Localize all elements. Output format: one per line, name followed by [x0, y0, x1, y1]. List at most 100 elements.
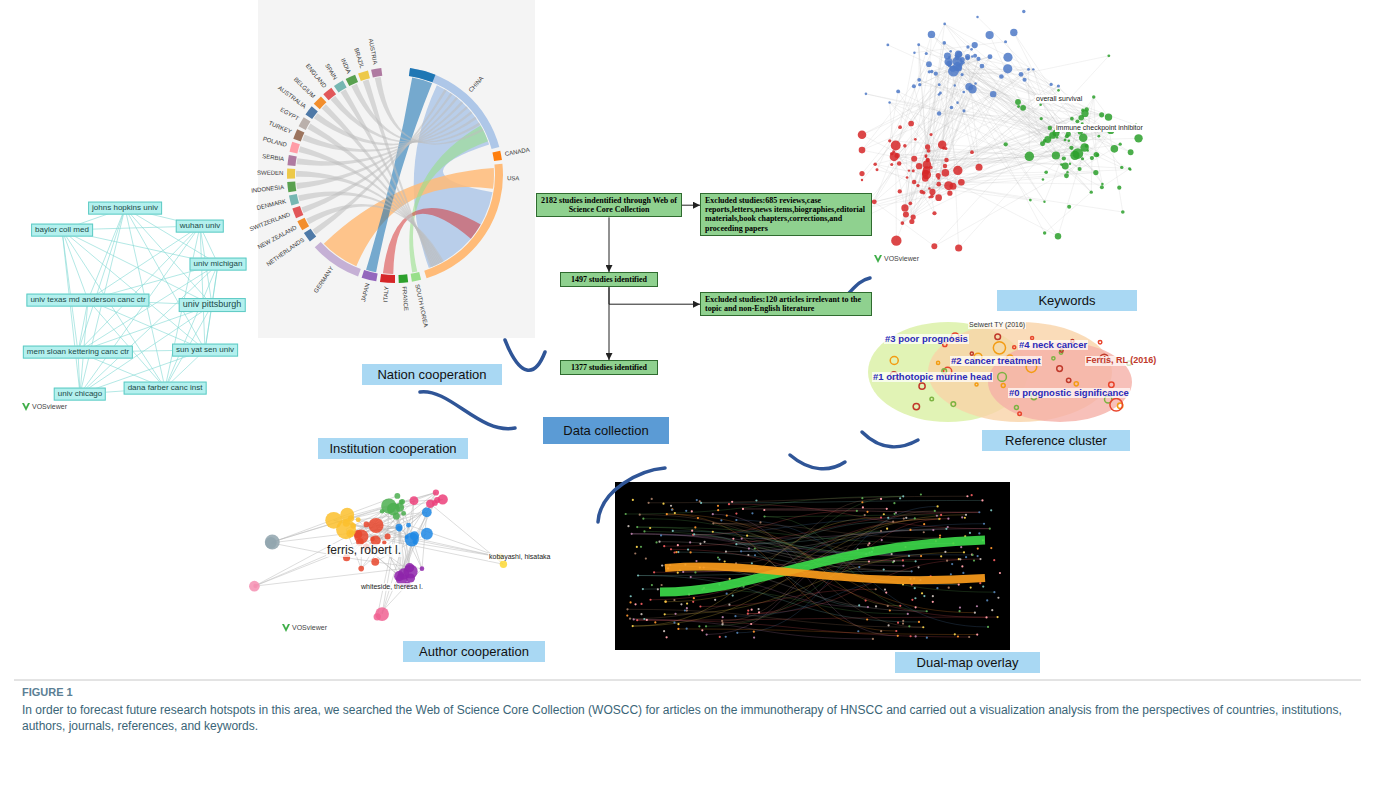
journal-dot: [663, 630, 665, 632]
network-link: [1102, 169, 1130, 187]
institution-node: johns hopkins univ: [88, 202, 162, 215]
network-node: [912, 169, 915, 172]
network-link: [912, 43, 944, 222]
journal-dot: [695, 560, 697, 562]
network-node: [968, 85, 977, 94]
network-link: [62, 230, 165, 388]
journal-dot: [932, 529, 934, 531]
journal-dot: [686, 628, 688, 630]
journal-dot: [971, 554, 973, 556]
journal-dot: [728, 503, 730, 505]
journal-dot: [712, 531, 714, 533]
network-node: [886, 44, 889, 47]
network-link: [62, 230, 205, 350]
journal-dot: [918, 621, 920, 623]
journal-dot: [693, 533, 695, 535]
journal-dot: [724, 560, 726, 562]
network-node: [903, 144, 907, 148]
chord-ribbon: [409, 126, 488, 273]
journal-dot: [934, 510, 936, 512]
journal-dot: [732, 538, 734, 540]
journal-dot: [747, 554, 749, 556]
network-node: [358, 566, 364, 572]
journal-dot: [884, 589, 886, 591]
network-node: [858, 131, 867, 140]
network-node: [928, 187, 930, 189]
journal-dot: [636, 546, 638, 548]
chord-arc: [299, 117, 311, 130]
network-node: [938, 83, 941, 86]
journal-dot: [947, 518, 949, 520]
network-node: [890, 152, 899, 161]
journal-dot: [858, 566, 860, 568]
journal-dot: [665, 601, 667, 603]
network-node: [1079, 133, 1088, 142]
network-link: [905, 64, 929, 208]
journal-dot: [651, 498, 653, 500]
journal-dot: [886, 528, 888, 530]
journal-dot: [961, 516, 963, 518]
journal-dot: [658, 541, 660, 543]
journal-dot: [634, 603, 636, 605]
network-node: [944, 58, 952, 66]
network-node: [925, 52, 928, 55]
journal-dot: [677, 544, 679, 546]
section-label: Keywords: [997, 290, 1137, 311]
journal-dot: [689, 541, 691, 543]
journal-dot: [719, 636, 721, 638]
chord-panel: [258, 0, 535, 338]
network-link: [165, 264, 218, 388]
network-node: [926, 158, 930, 162]
network-node: [891, 235, 901, 245]
journal-dot: [880, 630, 882, 632]
citation-curve: [628, 609, 924, 627]
journal-dot: [750, 623, 752, 625]
network-link: [254, 512, 426, 586]
network-node: [1072, 148, 1083, 159]
network-link: [1080, 144, 1121, 169]
network-node: [420, 566, 425, 571]
software-logo: [874, 255, 882, 263]
network-link: [862, 150, 894, 157]
network-link: [874, 60, 962, 202]
citation-ring: [913, 403, 919, 409]
network-node: [394, 493, 400, 499]
network-link: [862, 66, 959, 150]
network-node: [1101, 183, 1104, 186]
network-node: [421, 528, 433, 540]
network-node: [1078, 115, 1084, 121]
chord-arc: [409, 68, 499, 149]
chord-diagram: [287, 68, 503, 283]
journal-dot: [686, 607, 688, 609]
network-node: [888, 139, 891, 142]
journal-dot: [981, 499, 983, 501]
journal-dot: [957, 635, 959, 637]
journal-dot: [926, 610, 928, 612]
network-node: [903, 212, 909, 218]
journal-dot: [885, 592, 887, 594]
institution-node: wuhan univ: [176, 220, 224, 233]
keyword-label: overall survival: [1035, 95, 1083, 103]
journal-dot: [654, 621, 656, 623]
journal-dot: [945, 528, 947, 530]
journal-dot: [763, 509, 765, 511]
journal-dot: [705, 625, 707, 627]
network-node: [1068, 140, 1071, 143]
country-label: SPAIN: [324, 63, 339, 81]
cluster-label: #0 prognostic significance: [1008, 388, 1130, 398]
journal-dot: [753, 637, 755, 639]
journal-dot: [698, 625, 700, 627]
chord-arc: [346, 75, 358, 86]
network-node: [912, 180, 917, 185]
journal-dot: [661, 564, 663, 566]
author-label: ferris, robert l.: [326, 544, 402, 557]
chord-arc: [358, 70, 370, 81]
journal-dot: [712, 513, 714, 515]
journal-dot: [630, 595, 632, 597]
network-node: [943, 23, 946, 26]
network-node: [908, 201, 912, 205]
chord-arc: [315, 242, 361, 277]
network-node: [399, 500, 404, 505]
node-text: Dual-map overlay: [905, 655, 1030, 670]
citation-ring: [993, 342, 1005, 354]
